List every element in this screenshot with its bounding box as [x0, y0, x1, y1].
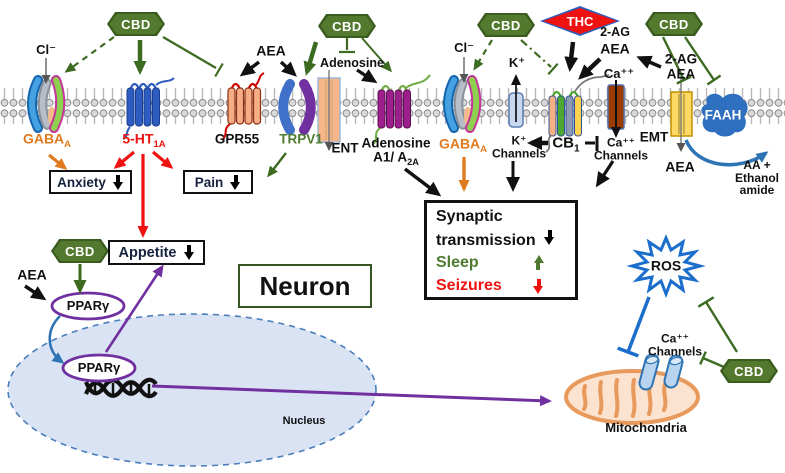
aea-label: AEA: [256, 42, 286, 59]
cbd-badge: CBD: [477, 13, 535, 37]
mito-ca-channels-label: Ca⁺⁺Channels: [647, 331, 703, 358]
thc-badge: THC: [540, 6, 620, 36]
anxiety-box: Anxiety: [49, 170, 132, 194]
cbd-badge: CBD: [107, 12, 165, 36]
appetite-box: Appetite: [108, 240, 205, 265]
aea-label: AEA: [665, 158, 695, 175]
pain-box: Pain: [183, 170, 253, 194]
up-arrow-icon: [533, 255, 544, 270]
mitochondria-label: Mitochondria: [605, 419, 687, 435]
cl-ion-label: Cl⁻: [36, 41, 56, 57]
synaptic-line2: transmission: [436, 230, 555, 250]
cbd-badge: CBD: [720, 359, 778, 383]
ca-ion-label: Ca⁺⁺: [603, 65, 635, 81]
gaba-a-receptor-icon: [443, 75, 482, 133]
adenosine-receptor-label: Adenosine A1/ A2A: [361, 135, 431, 168]
aea-label: AEA: [600, 40, 630, 57]
ros-label: ROS: [650, 257, 682, 274]
gpr55-receptor-icon: [221, 72, 265, 141]
trpv1-receptor-icon: [278, 79, 316, 135]
connector-arrows: [24, 36, 769, 407]
faah-enzyme-icon: [701, 93, 748, 137]
nucleus-label: Nucleus: [282, 414, 326, 427]
ppar-label: PPARγ: [77, 359, 121, 375]
cb1-receptor-icon: [545, 74, 610, 153]
gaba-a-receptor-icon: [27, 75, 66, 133]
ppar-ellipse: [50, 291, 126, 321]
k-channels-label: K⁺Channels: [491, 133, 547, 160]
2ag-label: 2-AG: [600, 25, 630, 40]
dna-icon: [84, 377, 158, 399]
down-arrow-icon: [533, 279, 544, 294]
cbd-badge: CBD: [318, 14, 376, 38]
k-ion-label: K⁺: [508, 54, 526, 70]
faah-label: FAAH: [704, 107, 742, 123]
adenosine-label: Adenosine: [320, 56, 384, 71]
synaptic-effects-box: Synaptic transmission Sleep Seizures: [424, 200, 578, 300]
down-arrow-icon: [230, 174, 241, 190]
neuron-box: Neuron: [238, 264, 372, 308]
sleep-line: Sleep: [436, 254, 479, 271]
ca-channels-label: Ca⁺⁺Channels: [593, 135, 649, 162]
gaba-a-label: GABAA: [22, 130, 72, 151]
ros-starburst-icon: [626, 234, 706, 299]
5ht1a-receptor-icon: [122, 77, 175, 140]
gpr55-label: GPR55: [214, 131, 260, 147]
down-arrow-icon: [112, 174, 124, 190]
2ag-label: 2-AG: [664, 51, 698, 67]
down-arrow-icon: [183, 245, 195, 260]
synaptic-line1: Synaptic: [436, 208, 503, 225]
cl-ion-label: Cl⁻: [454, 39, 474, 55]
cb1-label: CB1: [552, 134, 580, 155]
aea-label: AEA: [666, 66, 696, 82]
cbd-badge: CBD: [51, 239, 109, 263]
ent-label: ENT: [331, 140, 359, 156]
seizures-line: Seizures: [436, 277, 502, 294]
emt-label: EMT: [639, 129, 669, 145]
aea-label: AEA: [17, 266, 47, 283]
down-arrow-icon: [544, 230, 555, 245]
gaba-a-label: GABAA: [438, 135, 488, 156]
cbd-badge: CBD: [645, 12, 703, 36]
adenosine-receptor-icon: [371, 74, 431, 146]
nucleus-shape: [7, 313, 377, 467]
ppar-label: PPARγ: [66, 297, 110, 313]
trpv1-label: TRPV1: [279, 131, 323, 147]
5ht1a-label: 5-HT1A: [122, 130, 166, 151]
mito-ca-channels-icon: [638, 353, 684, 391]
ppar-ellipse: [61, 353, 137, 383]
